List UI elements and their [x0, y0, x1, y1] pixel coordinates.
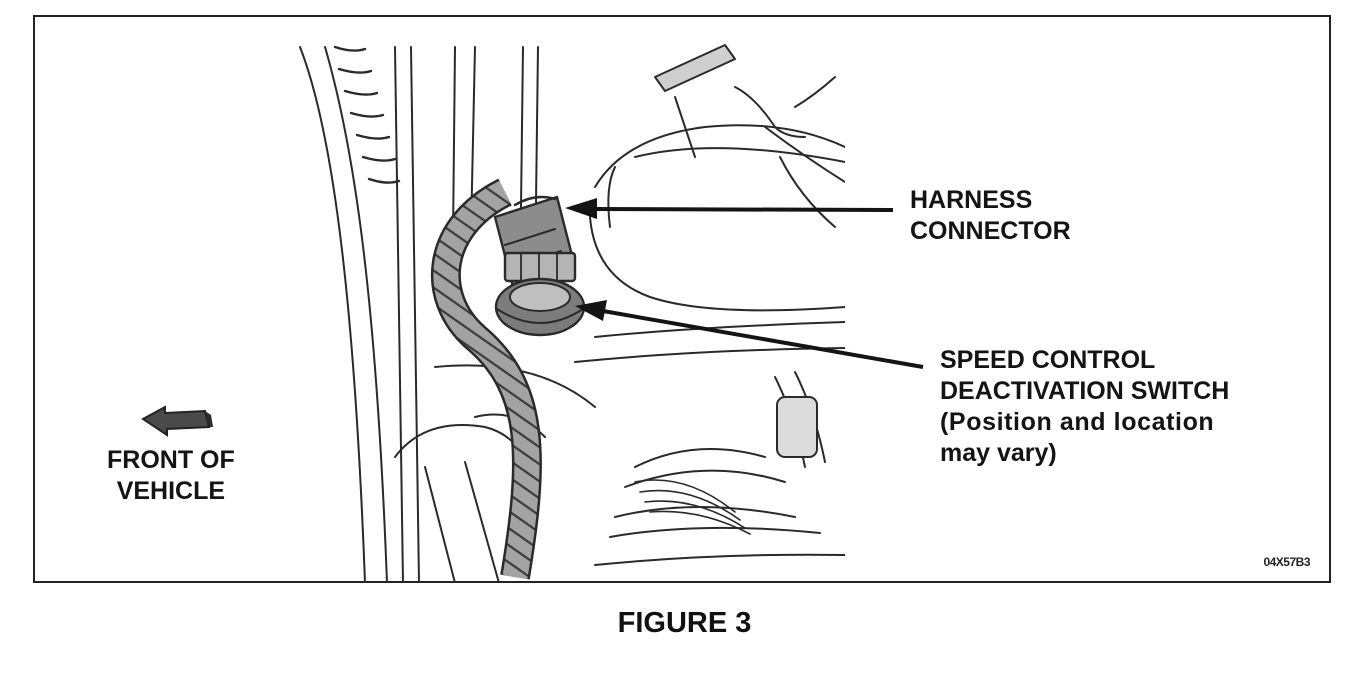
front-arrow-icon — [141, 405, 213, 437]
deactivation-switch — [494, 277, 586, 337]
left-strut — [299, 46, 366, 583]
connector-body — [493, 195, 577, 289]
front-of-vehicle-label: FRONT OF VEHICLE — [107, 446, 235, 505]
housing-outline — [594, 124, 845, 188]
harness-connector-label: HARNESS CONNECTOR — [910, 186, 1071, 245]
spring-detail — [333, 45, 401, 184]
harness-connector-leader — [565, 198, 894, 219]
switch-leader — [575, 300, 924, 369]
engine-bay-illustration — [141, 44, 924, 583]
figure-frame: HARNESS CONNECTOR SPEED CONTROL DEACTIVA… — [33, 15, 1331, 583]
figure-code: 04X57B3 — [1263, 555, 1310, 569]
wire-bundle — [634, 479, 751, 535]
figure-caption: FIGURE 3 — [617, 607, 752, 639]
speed-control-switch-label: SPEED CONTROL DEACTIVATION SWITCH (Posit… — [940, 346, 1230, 467]
